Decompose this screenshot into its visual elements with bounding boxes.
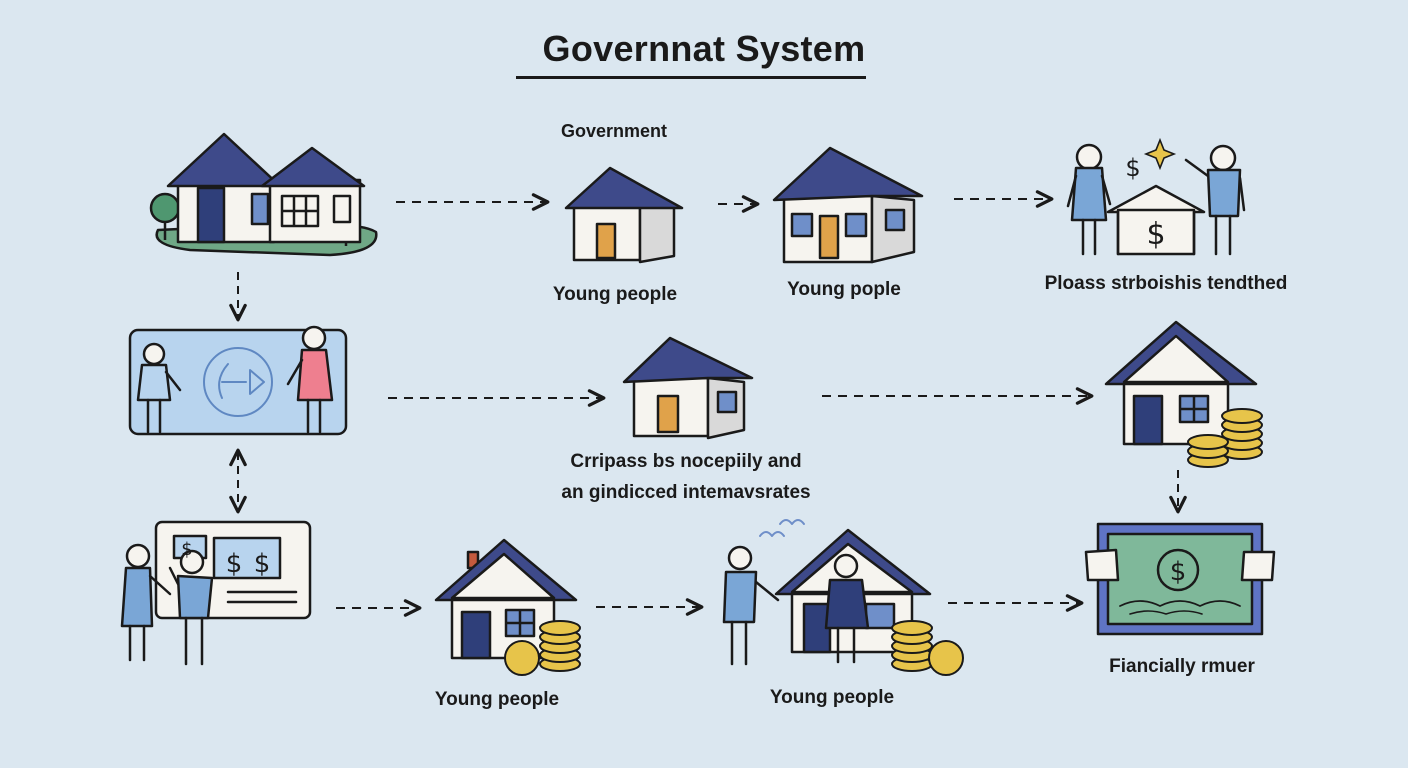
coins-icon <box>1187 408 1263 468</box>
house-icon <box>564 166 684 264</box>
dollar-icon: $ <box>254 549 271 579</box>
couple-with-house-icon <box>1066 143 1246 256</box>
diagram-title: Governnat System <box>542 28 866 69</box>
coins-icon <box>504 620 581 676</box>
label-young-people-4: Young people <box>769 687 895 708</box>
sparkle-icon <box>1143 137 1177 171</box>
label-financially: Fiancially rmuer <box>1109 656 1255 677</box>
label-young-people-2: Young pople <box>787 279 901 300</box>
dollar-icon: $ <box>226 549 243 579</box>
cash-bill-icon <box>1084 522 1276 636</box>
dollar-icon: $ <box>1125 154 1140 182</box>
couple-with-house-icon <box>722 519 932 666</box>
label-ploass: Ploass strboishis tendthed <box>1044 273 1288 294</box>
dollar-icon: $ <box>1146 217 1165 252</box>
label-cripass: Crripass bs nocepiily and an gindicced i… <box>526 446 846 508</box>
label-cripass-line2: an gindicced intemavsrates <box>561 482 811 503</box>
coins-icon <box>891 620 964 676</box>
house-icon <box>434 538 578 660</box>
title-underline <box>516 76 866 79</box>
label-young-people-1: Young people <box>552 284 678 305</box>
house-icon <box>622 336 754 440</box>
label-young-people-3: Young people <box>434 689 560 710</box>
discussion-board-icon <box>128 325 348 436</box>
house-icon <box>772 146 924 264</box>
house-with-trees-icon <box>149 132 378 257</box>
money-board-icon <box>120 520 312 666</box>
dollar-icon: $ <box>1170 557 1187 587</box>
dollar-icon: $ <box>181 539 192 560</box>
label-government: Government <box>560 121 668 141</box>
label-cripass-line1: Crripass bs nocepiily and <box>570 451 802 472</box>
house-icon <box>1104 320 1258 446</box>
